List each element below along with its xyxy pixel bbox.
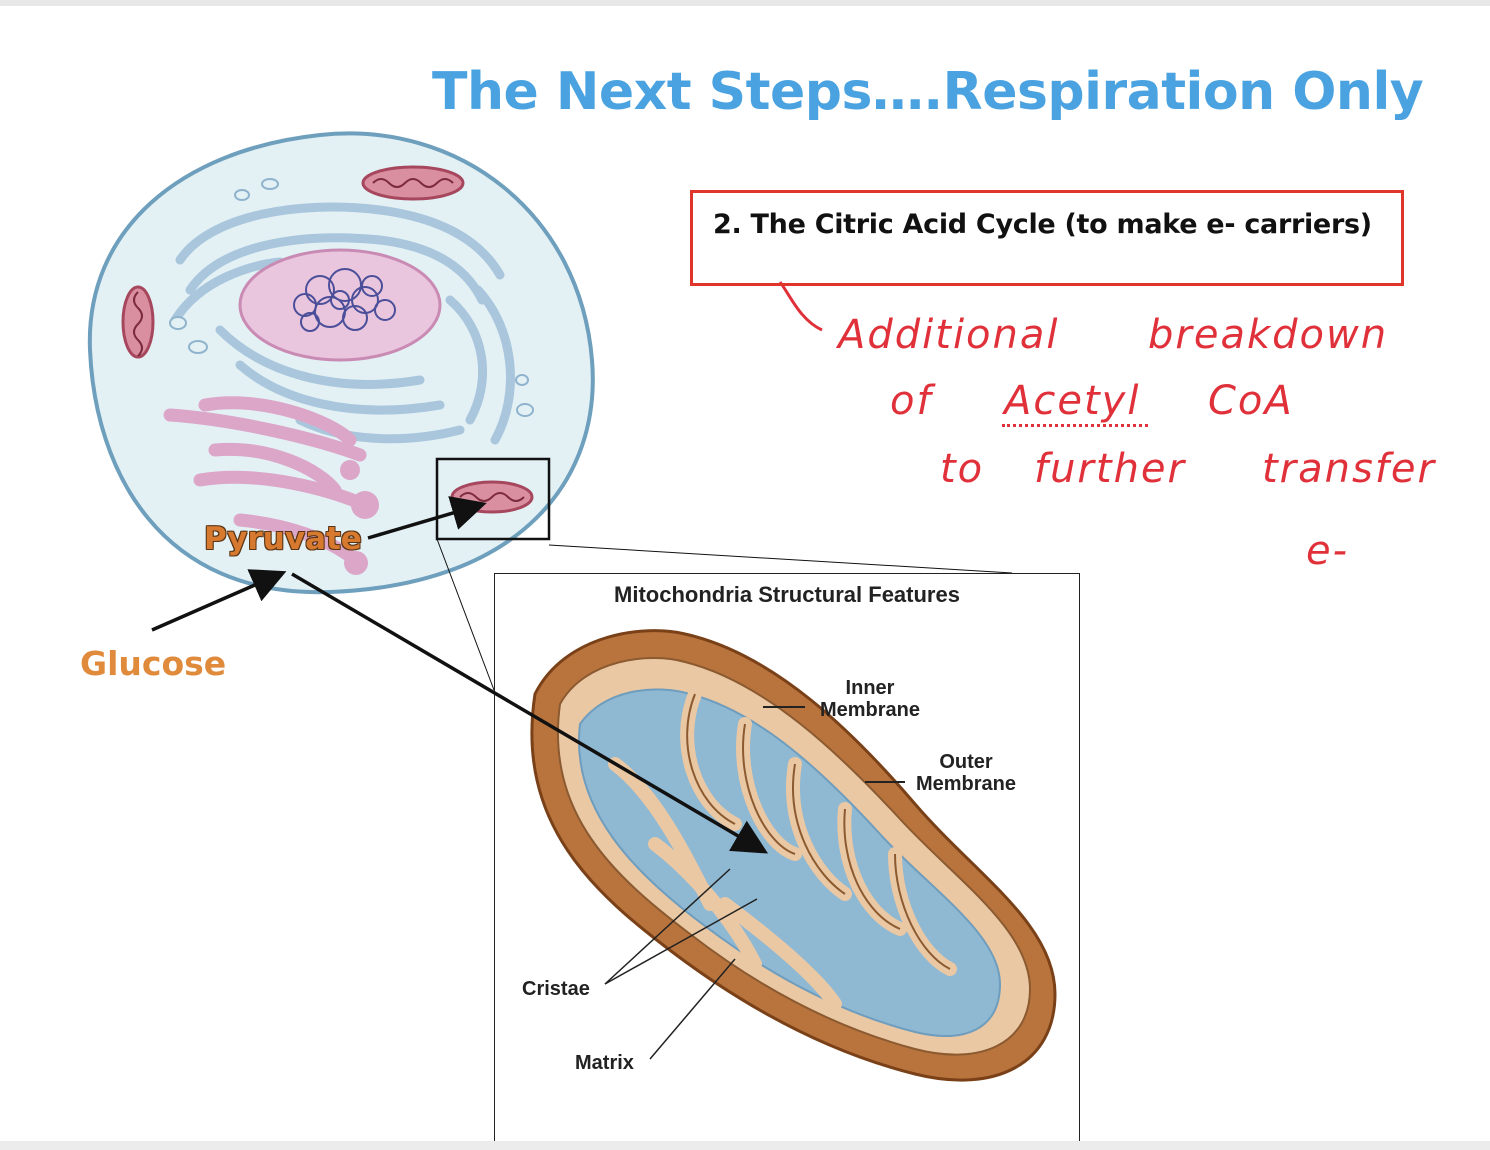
cristae-label: Cristae — [522, 978, 590, 1000]
handwritten-transfer: transfer — [1262, 446, 1436, 492]
mitochondrion-cutaway — [530, 629, 1057, 1082]
inner-membrane-label: Inner Membrane — [805, 677, 935, 721]
outer-membrane-label-line2: Membrane — [915, 773, 1017, 795]
acetyl-spellcheck-underline — [1002, 424, 1148, 427]
handwritten-additional: Additional — [838, 312, 1060, 358]
nucleus — [238, 248, 442, 362]
handwritten-electron: e- — [1306, 528, 1350, 574]
arrow-glucose-to-pyruvate — [151, 569, 287, 632]
arrow-pyruvate-to-mitochondrion — [367, 496, 487, 540]
handwritten-breakdown: breakdown — [1148, 312, 1389, 358]
matrix-area — [578, 688, 1002, 1037]
handwritten-further: further — [1034, 446, 1186, 492]
outer-membrane-label: Outer Membrane — [901, 751, 1031, 795]
outer-membrane-label-line1: Outer — [939, 751, 993, 773]
handwritten-of: of — [890, 378, 933, 424]
top-edge — [0, 0, 1490, 6]
step-text: 2. The Citric Acid Cycle (to make e- car… — [713, 209, 1372, 240]
step-box: 2. The Citric Acid Cycle (to make e- car… — [690, 190, 1404, 286]
matrix-label: Matrix — [575, 1052, 634, 1074]
handwritten-coa: CoA — [1208, 378, 1294, 424]
glucose-label: Glucose — [80, 644, 227, 683]
chromatin — [293, 268, 396, 332]
arrow-pyruvate-to-matrix — [291, 572, 769, 854]
handwritten-acetyl: Acetyl — [1004, 378, 1141, 424]
pyruvate-label: Pyruvate — [204, 521, 362, 557]
mitochondria-panel: Mitochondria Structural Features — [494, 573, 1080, 1143]
mitochondria-panel-title: Mitochondria Structural Features — [614, 582, 960, 607]
golgi-apparatus — [163, 396, 372, 567]
vesicles-pink — [340, 460, 379, 575]
endoplasmic-reticulum — [170, 202, 515, 445]
inner-membrane-label-line2: Membrane — [819, 699, 921, 721]
handwritten-to: to — [940, 446, 985, 492]
handwritten-pointer — [778, 281, 823, 332]
cristae-edges — [686, 693, 951, 970]
inner-membrane-label-line1: Inner — [845, 677, 895, 699]
bottom-edge — [0, 1141, 1490, 1150]
slide-title: The Next Steps….Respiration Only — [432, 62, 1424, 122]
vesicles — [169, 178, 534, 417]
zoom-box — [435, 457, 551, 541]
